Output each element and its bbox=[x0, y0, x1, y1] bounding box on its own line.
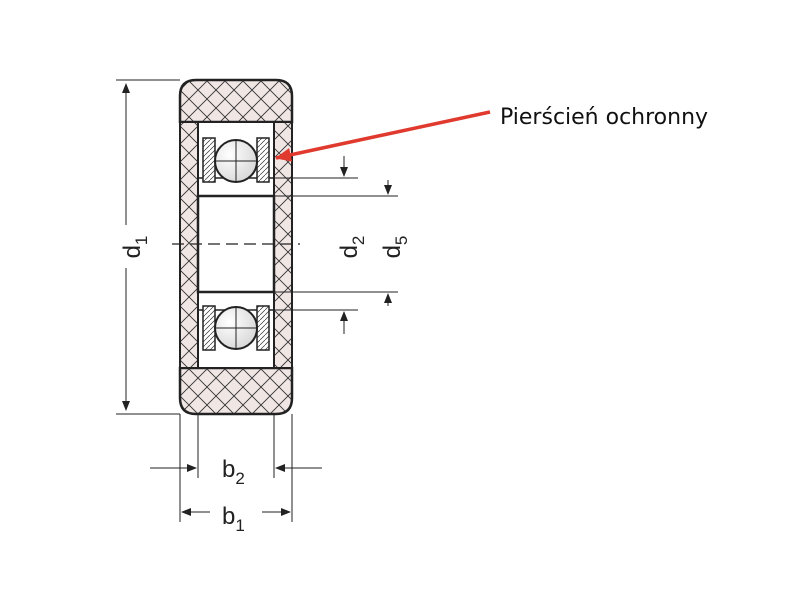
dimension-d5: d5 bbox=[274, 180, 411, 306]
callout-arrow bbox=[275, 110, 491, 162]
dimension-label-b2: b2 bbox=[222, 456, 245, 488]
lower-ball-assembly bbox=[202, 305, 270, 351]
dimension-b1: b1 bbox=[181, 503, 291, 535]
upper-ball-assembly bbox=[202, 137, 270, 183]
dimension-d1: d1 bbox=[116, 79, 180, 415]
outer-tire bbox=[178, 78, 294, 416]
dimension-label-d1: d1 bbox=[119, 236, 151, 259]
callout-label: Pierścień ochronny bbox=[500, 105, 708, 130]
dimension-b2: b2 bbox=[150, 456, 322, 488]
dimension-label-d2: d2 bbox=[336, 236, 368, 259]
width-extension-lines bbox=[179, 414, 293, 522]
dimension-d2: d2 bbox=[274, 156, 368, 334]
dimension-label-b1: b1 bbox=[222, 503, 245, 535]
protective-ring-callout: Pierścień ochronny bbox=[275, 105, 708, 162]
dimension-label-d5: d5 bbox=[379, 236, 411, 259]
